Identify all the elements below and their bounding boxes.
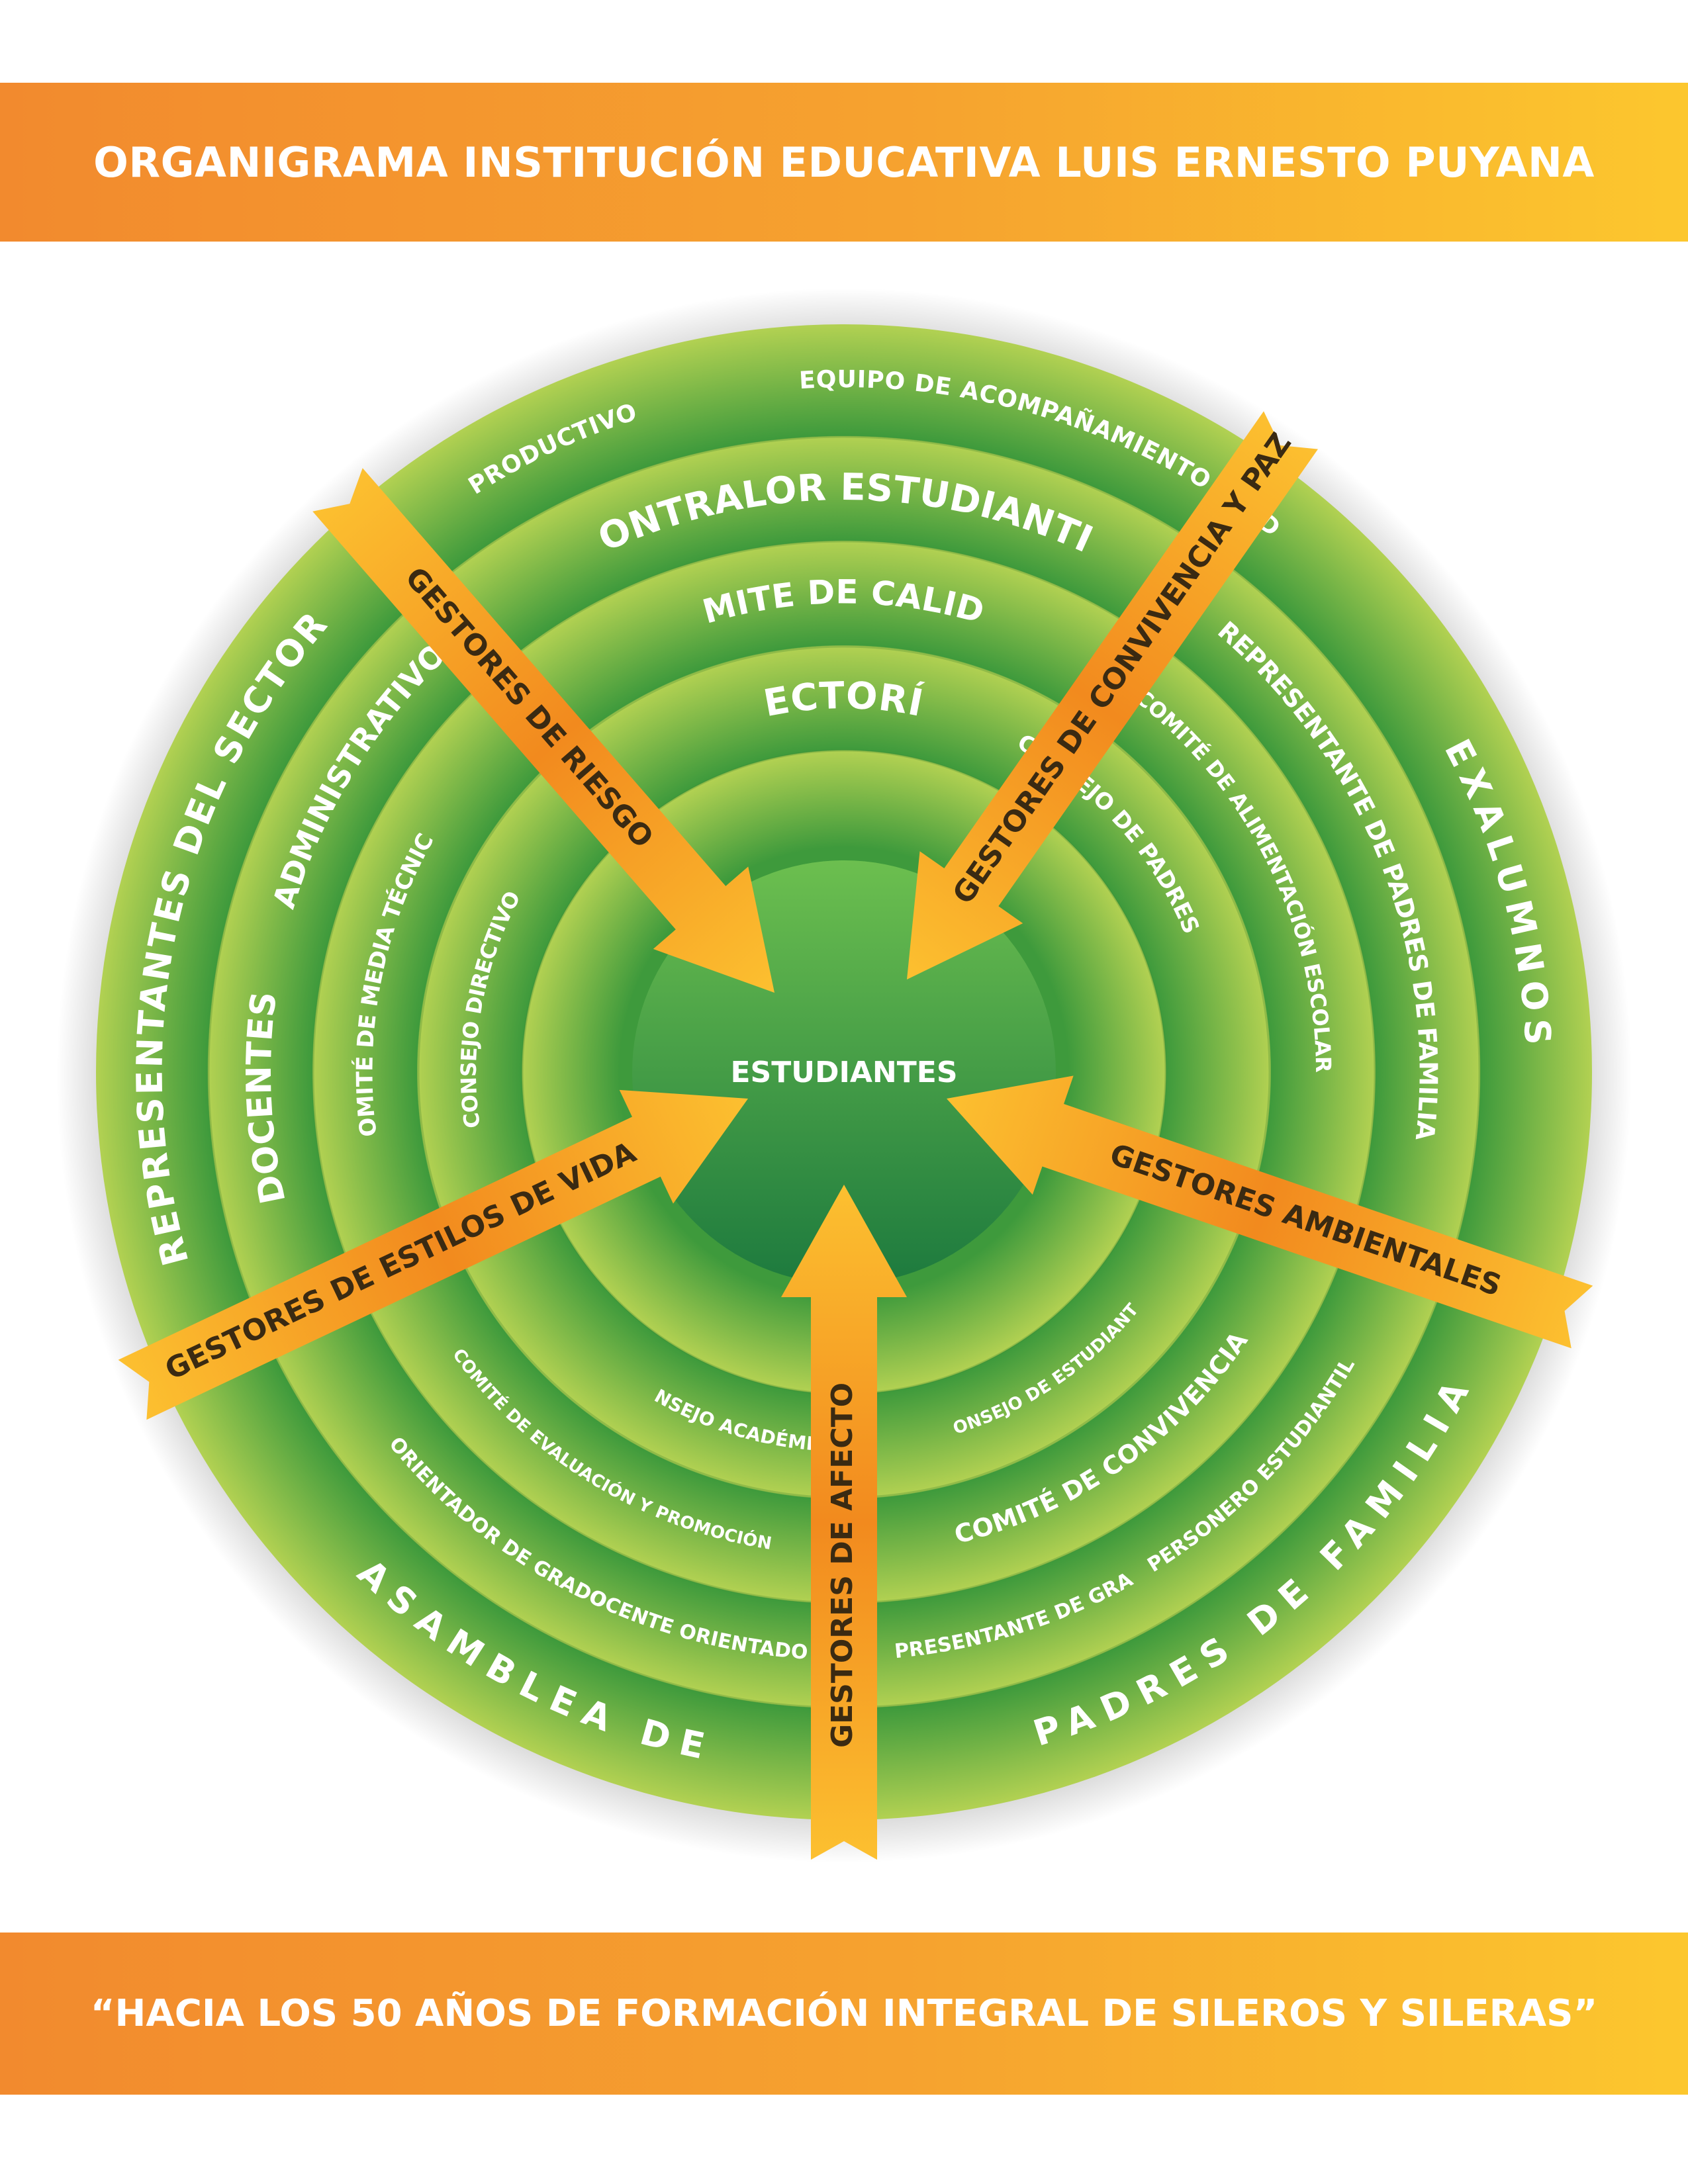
center-label: ESTUDIANTES xyxy=(730,1056,957,1089)
arrow-gestores-ambientales-shape xyxy=(947,1075,1593,1349)
header-banner: ORGANIGRAMA INSTITUCIÓN EDUCATIVA LUIS E… xyxy=(0,83,1688,242)
page-title: ORGANIGRAMA INSTITUCIÓN EDUCATIVA LUIS E… xyxy=(93,138,1595,187)
arrow-gestores-estilos-vida-shape xyxy=(118,1089,749,1420)
arrow-gestores-convivencia-paz-shape xyxy=(907,411,1318,980)
arrow-gestores-riesgo-shape xyxy=(312,468,775,993)
footer-motto: “HACIA LOS 50 AÑOS DE FORMACIÓN INTEGRAL… xyxy=(90,1992,1598,2035)
footer-banner: “HACIA LOS 50 AÑOS DE FORMACIÓN INTEGRAL… xyxy=(0,1933,1688,2095)
arrow-gestores-afecto: GESTORES DE AFECTO xyxy=(781,1185,907,1860)
arrow-gestores-afecto-shape xyxy=(781,1185,907,1860)
arrow-gestores-afecto-label: GESTORES DE AFECTO xyxy=(825,1383,859,1748)
